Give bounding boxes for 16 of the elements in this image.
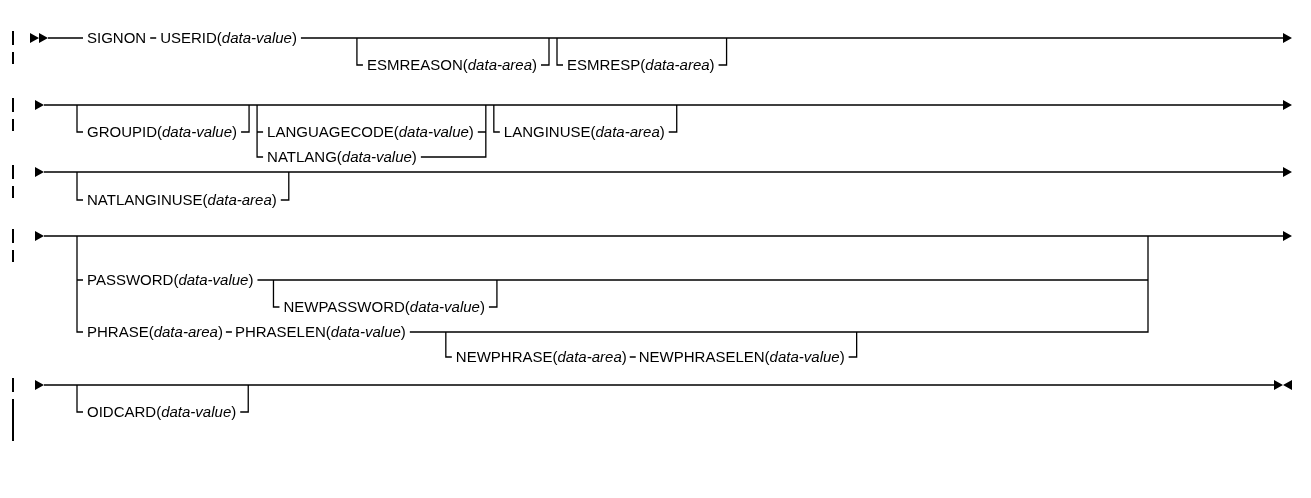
syntax-option: NEWPHRASE(data-area): [455, 348, 627, 366]
syntax-option: PHRASE(data-area): [87, 323, 223, 341]
syntax-option: NEWPASSWORD(data-value): [283, 298, 485, 316]
syntax-option: NATLANGINUSE(data-area): [87, 191, 277, 209]
syntax-option: NATLANG(data-value): [267, 148, 417, 166]
syntax-option: PASSWORD(data-value): [87, 271, 254, 289]
syntax-option: PHRASELEN(data-value): [234, 323, 406, 341]
syntax-option: GROUPID(data-value): [87, 123, 238, 141]
syntax-option: USERID(data-value): [160, 29, 297, 47]
syntax-option: NEWPHRASELEN(data-value): [638, 348, 845, 366]
syntax-option: LANGUAGECODE(data-value): [267, 123, 474, 141]
command-name: SIGNON: [87, 29, 147, 47]
syntax-option: ESMRESP(data-area): [567, 56, 715, 74]
syntax-option: OIDCARD(data-value): [87, 403, 237, 421]
syntax-option: ESMREASON(data-area): [366, 56, 537, 74]
syntax-option: LANGINUSE(data-area): [503, 123, 665, 141]
